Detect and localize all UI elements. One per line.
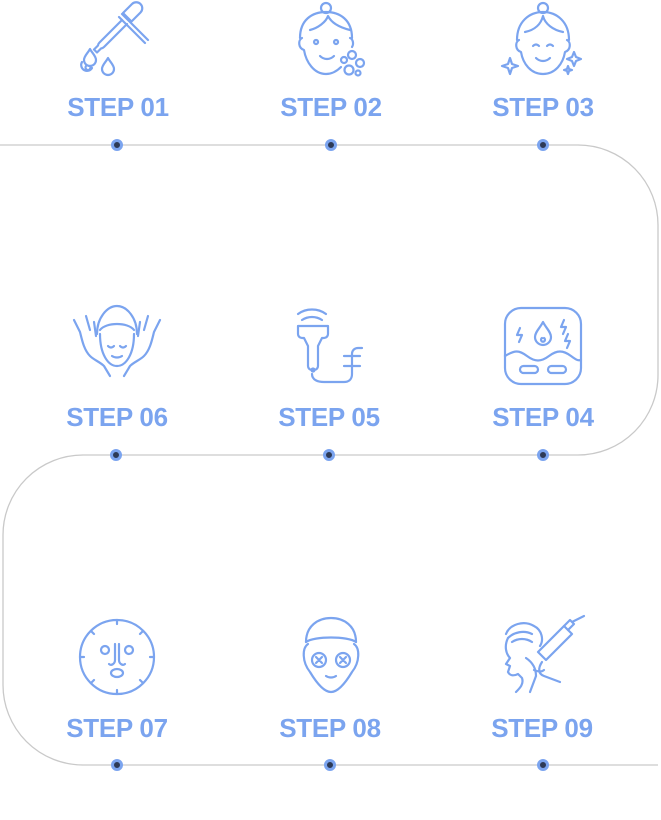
step-dot-06 [110,449,122,461]
step-label-05: STEP 05 [278,402,380,432]
step-label-02: STEP 02 [280,92,382,122]
step-dot-01 [111,139,123,151]
step-dot-02 [325,139,337,151]
face-bubbles-icon [286,0,376,90]
cucumber-mask-icon [286,612,376,702]
step-dot-08 [324,759,336,771]
face-massage-icon [72,300,162,390]
step-dot-09 [537,759,549,771]
face-sparkle-icon [498,0,588,90]
step-label-06: STEP 06 [66,402,168,432]
step-label-07: STEP 07 [66,713,168,743]
step-dot-07 [111,759,123,771]
step-label-01: STEP 01 [67,92,169,122]
step-dot-04 [537,449,549,461]
skin-layer-icon [498,300,588,390]
step-label-08: STEP 08 [279,713,381,743]
step-dot-03 [537,139,549,151]
ultrasound-device-icon [286,300,376,390]
dropper-icon [72,0,162,90]
step-dot-05 [323,449,335,461]
step-label-04: STEP 04 [492,402,594,432]
step-label-03: STEP 03 [492,92,594,122]
sheet-mask-icon [72,612,162,702]
hair-serum-icon [498,612,588,702]
step-label-09: STEP 09 [491,713,593,743]
